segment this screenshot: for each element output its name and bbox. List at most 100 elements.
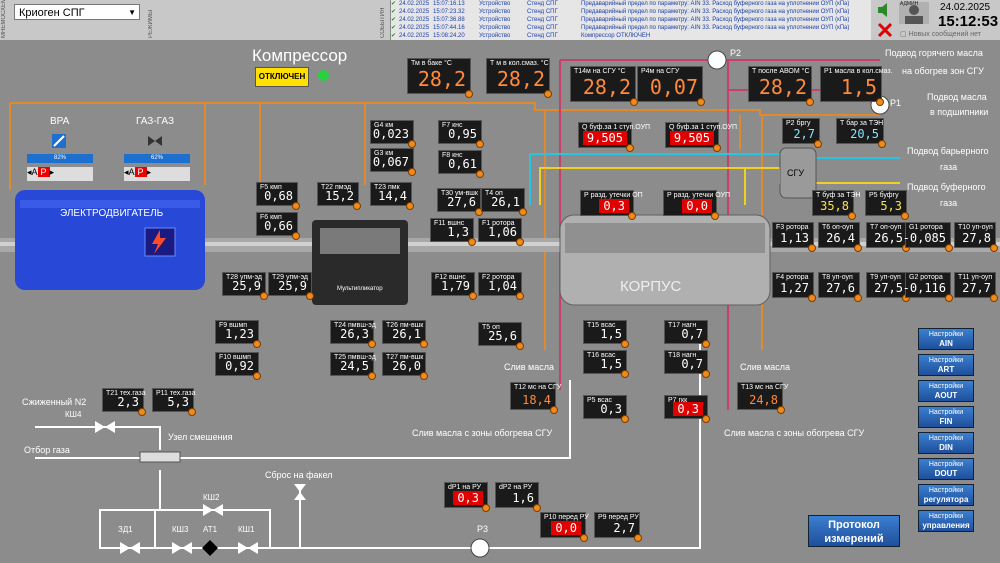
date-text: 24.02.2025 (940, 2, 991, 13)
log-obj: Стенд СПГ (527, 1, 558, 7)
tile-value: 2,3 (117, 395, 139, 409)
tile-value: 27,6 (826, 281, 855, 295)
tile-label: F4 ротора (776, 274, 809, 281)
tile-label: Т буф за ТЭН (816, 192, 861, 199)
mute-icon[interactable] (876, 22, 894, 38)
tile-label: Т12 мс на СГУ (514, 384, 562, 391)
scheme-select-value: Криоген СПГ (19, 7, 85, 19)
tile-value: 1,79 (441, 279, 470, 293)
protocol-button[interactable]: Протокол измерений (808, 515, 900, 547)
tile-value: 15,2 (325, 189, 354, 203)
tile-label: G2 ротора (909, 274, 943, 281)
tile-p1m: Р1 масла в кол.смаз.1,5 (820, 66, 893, 102)
sensor-dot (945, 244, 953, 252)
p1-label: P1 (890, 98, 902, 108)
settings-button-sub: AIN (939, 339, 953, 348)
valve-gaz-icon[interactable] (148, 134, 162, 148)
mixing-node (139, 451, 181, 463)
user-avatar-icon[interactable] (899, 2, 929, 24)
tile-value: 0,7 (681, 327, 703, 341)
sensor-dot (468, 238, 476, 246)
settings-button-sub: регулятора (923, 495, 969, 504)
gaz-label: ГАЗ-ГАЗ (136, 116, 175, 127)
sensor-dot (814, 140, 822, 148)
valve-vra-icon[interactable] (52, 134, 66, 148)
barrier-gas-label-2: газа (940, 162, 958, 172)
tile-label: Т11 уп-оуп (958, 274, 993, 281)
sensor-dot (713, 144, 721, 152)
sensor-dot (990, 244, 998, 252)
p3-label: P3 (477, 524, 489, 534)
tile-label: Р10 перед РУ (544, 514, 589, 521)
sensor-dot (482, 504, 490, 512)
tile-label: Р разд. утечки ОУП (667, 192, 730, 199)
mnemo-vlabel: МНЕМОСХЕМЫ (1, 0, 7, 38)
tile-value: 5,3 (167, 395, 189, 409)
status-indicator (318, 70, 329, 81)
sensor-dot (353, 202, 361, 210)
tile-value: 18,4 (522, 393, 551, 407)
sensor-dot (469, 292, 477, 300)
p2-label: P2 (730, 48, 742, 58)
tile-value: 1,27 (780, 281, 809, 295)
sensor-dot (368, 340, 376, 348)
log-obj: Стенд СПГ (527, 17, 558, 23)
tile-label: Р7 гкк (668, 397, 688, 404)
buffer-gas-label-2: газа (940, 198, 958, 208)
settings-button-title: Настройки (928, 461, 964, 468)
tile-value: 2,7 (613, 521, 635, 535)
tile-label: Т28 упм-эд (226, 274, 262, 281)
ksh3-label: КШ3 (172, 525, 189, 534)
flare-label: Сброс на факел (265, 470, 333, 480)
tile-label: Т25 пмвш-эд (334, 354, 376, 361)
sensor-dot (544, 90, 552, 98)
tile-label: Т26 пм-вшк (386, 322, 424, 329)
ksh4-label: КШ4 (65, 410, 82, 419)
tile-value: -0,085 (902, 231, 946, 245)
scheme-select[interactable]: Криоген СПГ▼ (14, 4, 140, 20)
sensor-dot (808, 294, 816, 302)
log-src: Устройство (479, 33, 511, 39)
gaz-percent: 62% (124, 154, 190, 163)
tile-t12: Т12 мс на СГУ 18,4 (510, 382, 561, 410)
sensor-dot (702, 340, 710, 348)
log-date: 24.02.2025 (399, 25, 430, 31)
gas-take-label: Отбор газа (24, 445, 70, 455)
lightning-icon (152, 230, 166, 254)
sensor-dot (188, 408, 196, 416)
tile-value: 9,505 (582, 131, 627, 145)
tile-value: 14,4 (378, 189, 407, 203)
log-time: 15:07:44.16 (433, 25, 465, 31)
speaker-icon[interactable] (876, 2, 894, 18)
tile-value: 25,9 (232, 279, 261, 293)
